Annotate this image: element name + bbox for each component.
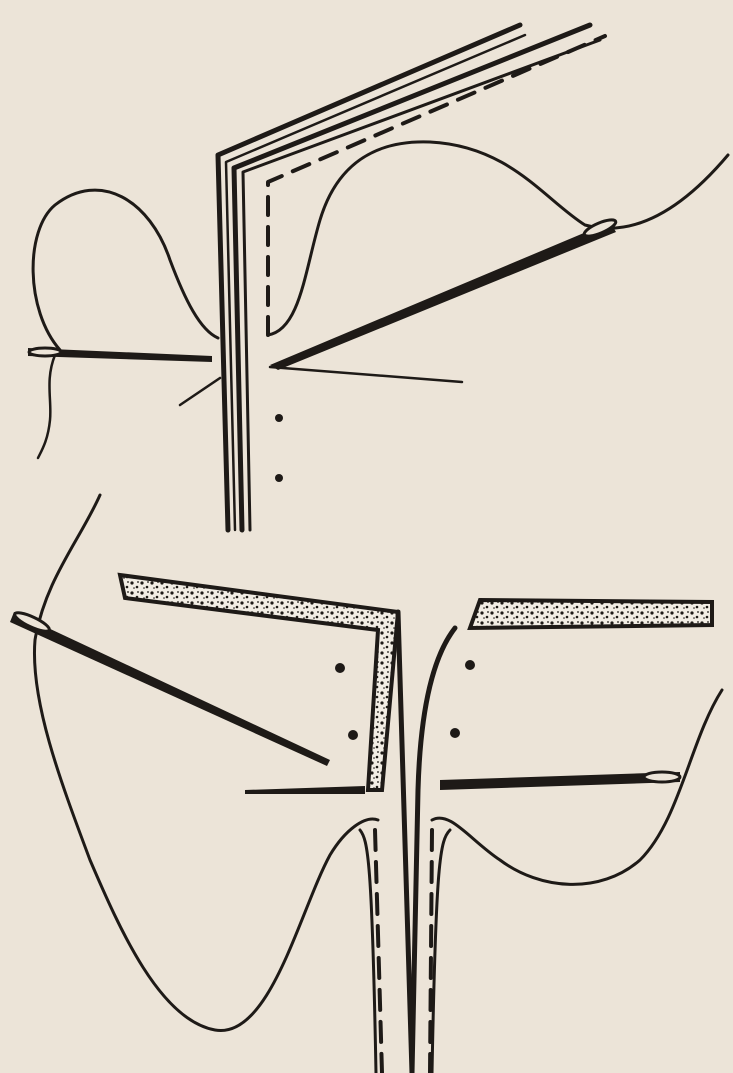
lower-needle-right xyxy=(440,772,680,790)
lower-right-band xyxy=(470,600,712,628)
upper-figure xyxy=(28,25,728,530)
lower-pin-left xyxy=(245,786,365,794)
upper-needle-left xyxy=(28,348,212,362)
lower-figure xyxy=(10,495,722,1073)
upper-stitch-dots xyxy=(275,414,283,482)
lower-stitch-dots xyxy=(335,660,475,740)
upper-thread xyxy=(33,142,728,458)
lower-stitch-line-right xyxy=(430,830,432,1073)
upper-needle-right xyxy=(270,217,618,382)
lower-needle-left xyxy=(10,609,330,766)
upper-stitch-line xyxy=(268,36,605,335)
upper-fabric-fold xyxy=(218,25,600,530)
